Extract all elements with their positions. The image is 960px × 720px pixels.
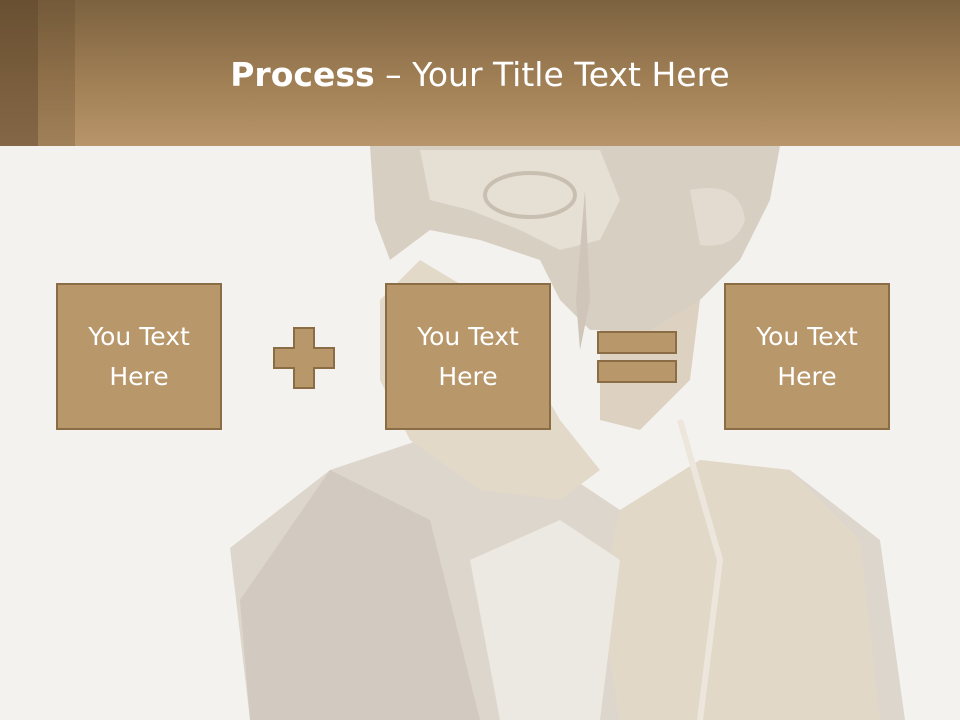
slide-title-bold: Process <box>230 55 375 94</box>
process-box-2-text: You Text Here <box>417 321 519 391</box>
process-box-3: You Text Here <box>724 283 890 430</box>
equals-icon <box>597 331 677 383</box>
process-box-3-text: You Text Here <box>756 321 858 391</box>
slide-title-rest: – Your Title Text Here <box>374 55 730 94</box>
title-bar: Process – Your Title Text Here <box>0 0 960 146</box>
process-box-2: You Text Here <box>385 283 551 430</box>
background-portrait-illustration <box>0 146 960 720</box>
process-box-1: You Text Here <box>56 283 222 430</box>
slide-title: Process – Your Title Text Here <box>0 50 960 100</box>
plus-icon <box>273 327 335 389</box>
header-accent-stripe-light <box>38 0 75 146</box>
header-accent-stripe <box>0 0 38 146</box>
portrait-silhouette <box>230 146 905 720</box>
process-box-1-text: You Text Here <box>88 321 190 391</box>
